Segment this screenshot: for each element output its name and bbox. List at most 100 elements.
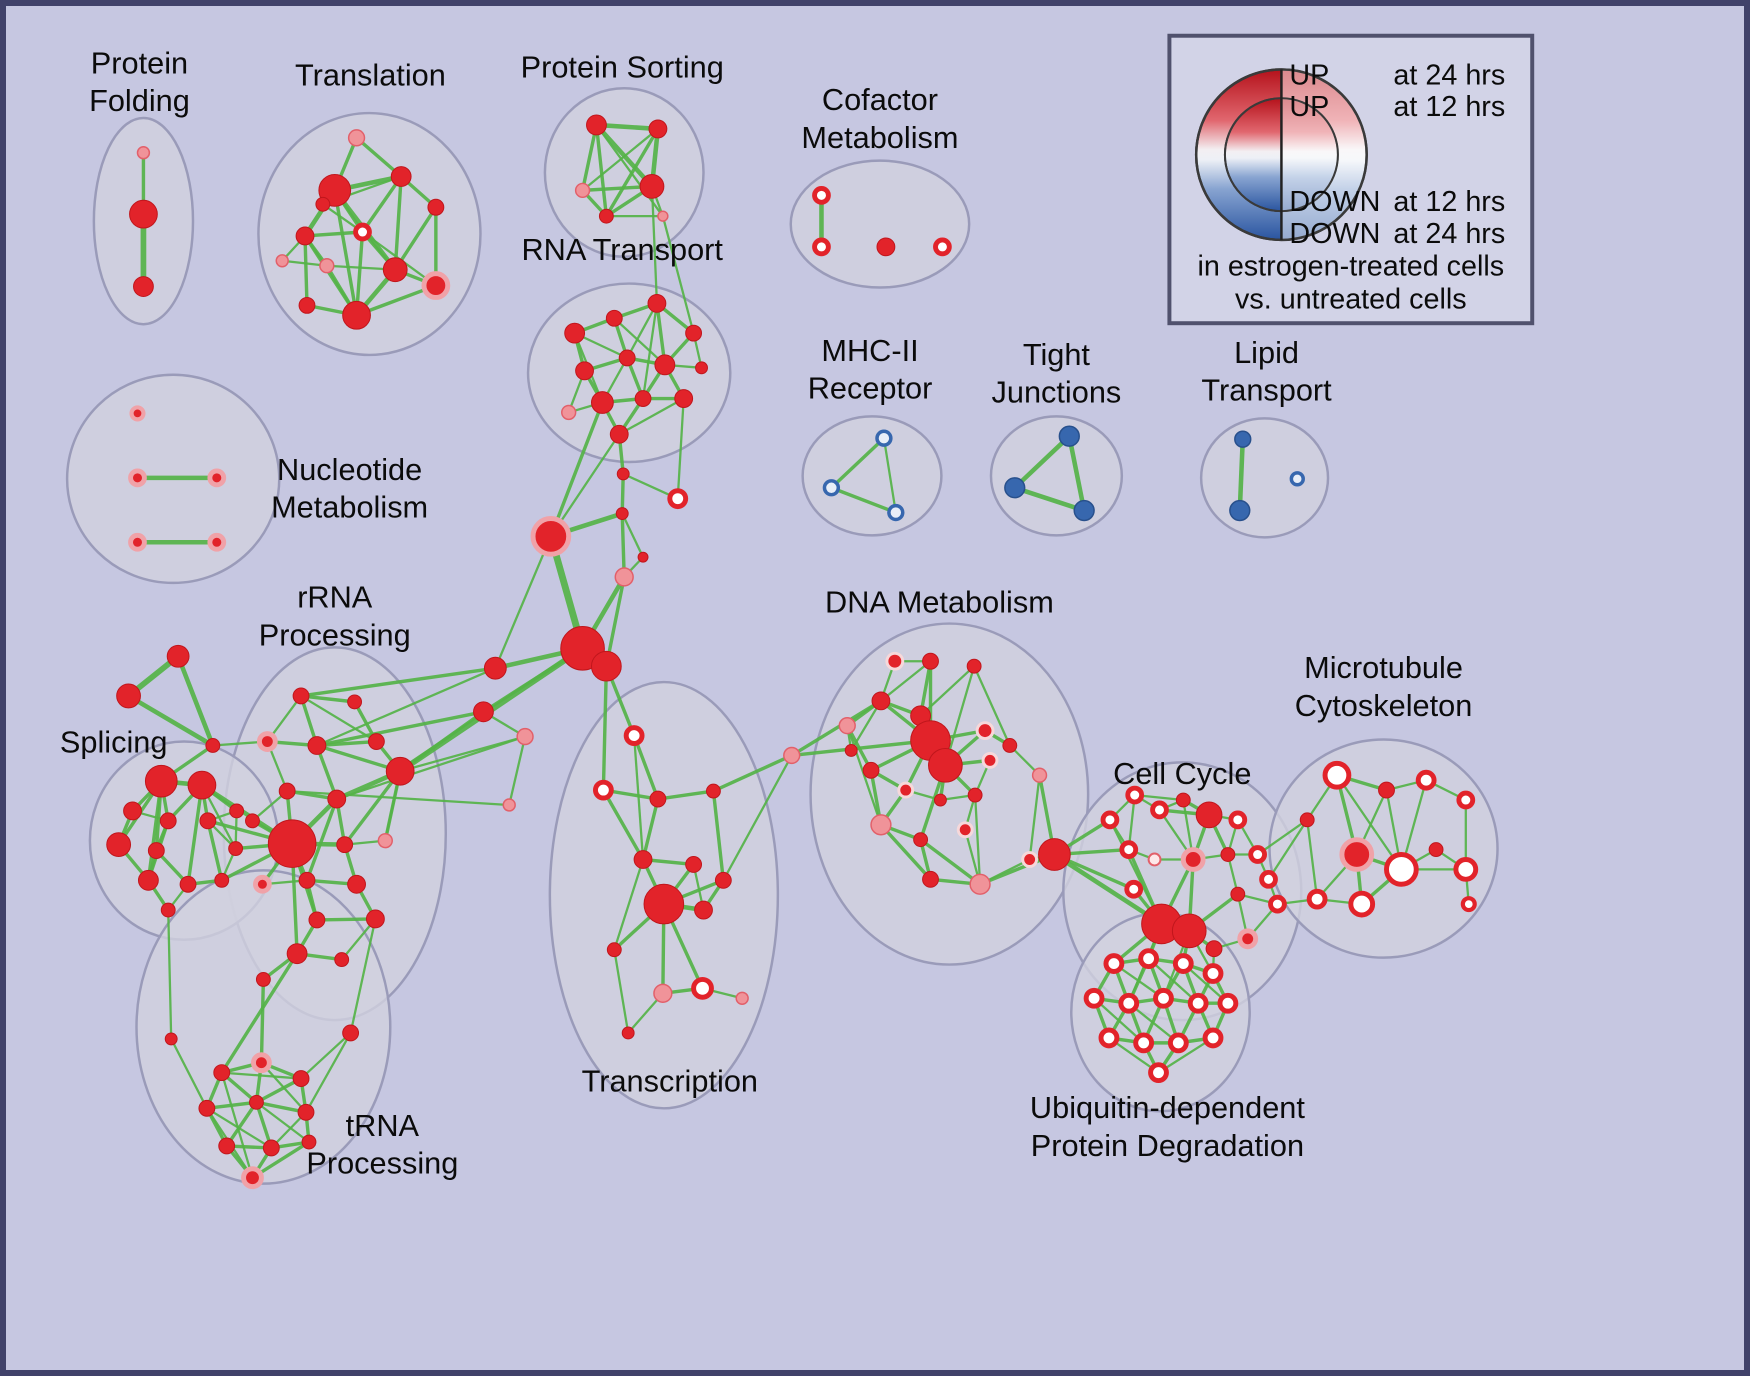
network-edge (972, 665, 1011, 747)
network-edge (393, 205, 438, 272)
gene-node (106, 832, 132, 858)
gene-node (1428, 842, 1444, 858)
gene-node (166, 644, 190, 668)
gene-node (347, 874, 366, 894)
gene-node (128, 532, 147, 552)
gene-node (590, 391, 614, 414)
network-edge (1028, 774, 1041, 861)
cluster-label-lipid-transport: Transport (1201, 373, 1332, 408)
network-edge (580, 123, 599, 193)
network-edge (650, 185, 659, 305)
gene-node (1228, 810, 1248, 830)
gene-node (1167, 1032, 1189, 1054)
cluster-label-ubiquitin-degradation: Protein Degradation (1031, 1128, 1304, 1163)
network-edge (618, 397, 685, 436)
gene-node (783, 746, 801, 765)
network-edge (601, 664, 609, 792)
gene-node (876, 237, 896, 257)
network-edge (170, 1037, 209, 1110)
network-edge (656, 789, 716, 801)
network-edge (918, 837, 982, 886)
gene-node (160, 902, 176, 918)
gene-node (922, 870, 939, 888)
network-edge (620, 472, 625, 516)
gene-node (564, 322, 586, 344)
cluster-label-cell-cycle: Cell Cycle (1113, 756, 1251, 791)
network-edge (360, 174, 403, 234)
gene-node (1148, 1062, 1169, 1084)
gene-node (822, 479, 841, 497)
gene-node (205, 738, 221, 753)
network-edge (303, 230, 365, 238)
cluster-label-protein-folding: Protein (91, 45, 188, 80)
legend-row-direction: DOWN (1289, 218, 1380, 250)
network-edge (1256, 818, 1309, 856)
gene-node (1384, 852, 1419, 887)
network-edge (186, 783, 204, 886)
legend-row-time: at 24 hrs (1393, 59, 1505, 91)
gene-node (871, 691, 891, 711)
cluster-label-trna-processing: Processing (306, 1146, 458, 1181)
network-edge (632, 733, 660, 801)
gene-node (473, 701, 494, 723)
gene-node (198, 1099, 216, 1117)
network-edge (711, 753, 794, 793)
gene-node (301, 1134, 317, 1150)
gene-node (255, 972, 271, 987)
gene-node (308, 911, 326, 929)
network-edge (879, 660, 932, 703)
gene-node (275, 254, 289, 268)
gene-node (933, 237, 952, 257)
gene-node (1339, 837, 1375, 872)
gene-node (1205, 940, 1223, 958)
gene-node (606, 942, 622, 958)
cluster-label-tight-junctions: Tight (1023, 337, 1091, 372)
network-edge (1147, 957, 1200, 1005)
network-edge (973, 793, 982, 886)
network-edge (224, 1100, 259, 1148)
gene-node (637, 551, 649, 563)
network-edge (1012, 433, 1072, 491)
gene-node (218, 1137, 236, 1155)
gene-node (144, 764, 178, 798)
gene-node (245, 813, 260, 829)
network-edge (549, 433, 621, 538)
gene-node (1031, 767, 1048, 783)
gene-node (1237, 928, 1259, 950)
network-edge (255, 1101, 311, 1144)
network-edge (315, 710, 486, 748)
gene-node (1187, 992, 1209, 1014)
gene-node (427, 198, 445, 216)
cluster-label-trna-processing: tRNA (346, 1108, 420, 1143)
network-edge (1127, 1002, 1180, 1045)
gene-node (347, 129, 366, 147)
network-edge (722, 754, 793, 882)
network-edge (581, 127, 660, 192)
network-edge (220, 1071, 254, 1179)
gene-node (367, 733, 385, 750)
gene-node (1098, 1027, 1120, 1049)
gene-node (286, 943, 308, 965)
gene-node (292, 687, 310, 705)
network-edge (299, 694, 378, 743)
gene-node (735, 991, 749, 1005)
gene-node (685, 324, 703, 342)
network-edge (1067, 433, 1087, 513)
nodes-layer (106, 114, 1479, 1190)
gene-node (483, 656, 507, 680)
gene-node (956, 821, 974, 839)
gene-node (1153, 987, 1174, 1009)
gene-node (1002, 738, 1018, 753)
gene-node (598, 208, 614, 224)
cluster-tight-junctions (989, 415, 1124, 537)
gene-node (590, 650, 622, 682)
gene-node (1171, 913, 1207, 949)
legend-row-direction: DOWN (1289, 186, 1380, 218)
cluster-label-microtubule-cytoskeleton: Microtubule (1304, 650, 1463, 685)
network-edge (335, 735, 527, 801)
network-edge (613, 317, 666, 366)
gene-node (913, 832, 929, 848)
gene-node (1118, 992, 1140, 1014)
